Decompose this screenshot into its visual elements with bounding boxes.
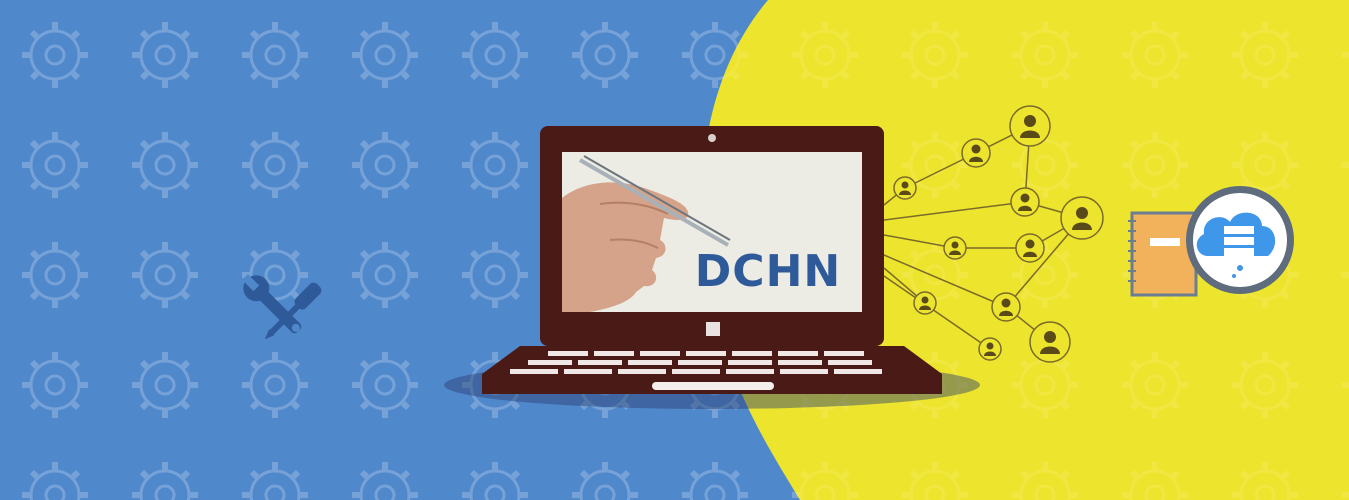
user-node-icon [1029, 321, 1071, 363]
user-node-icon [991, 292, 1021, 322]
user-nodes [893, 105, 1104, 363]
home-button [706, 322, 720, 336]
user-node-icon [893, 176, 917, 200]
user-node-icon [1015, 233, 1045, 263]
laptop-trackpad [652, 382, 774, 390]
user-node-icon [943, 236, 967, 260]
user-node-icon [978, 337, 1002, 361]
laptop-keyboard [510, 351, 882, 374]
laptop: DCHN [482, 126, 942, 394]
wrench-screwdriver-icon [242, 274, 322, 340]
screen-brand-text: DCHN [695, 246, 841, 297]
hand-tweezers-image [562, 155, 731, 312]
cloud-server-icon [1186, 186, 1294, 294]
user-node-icon [1009, 105, 1051, 147]
user-node-icon [1010, 187, 1040, 217]
notebook-icon [1128, 211, 1198, 297]
user-node-icon [961, 138, 991, 168]
laptop-camera [708, 134, 716, 142]
user-node-icon [913, 291, 937, 315]
user-node-icon [1060, 196, 1104, 240]
